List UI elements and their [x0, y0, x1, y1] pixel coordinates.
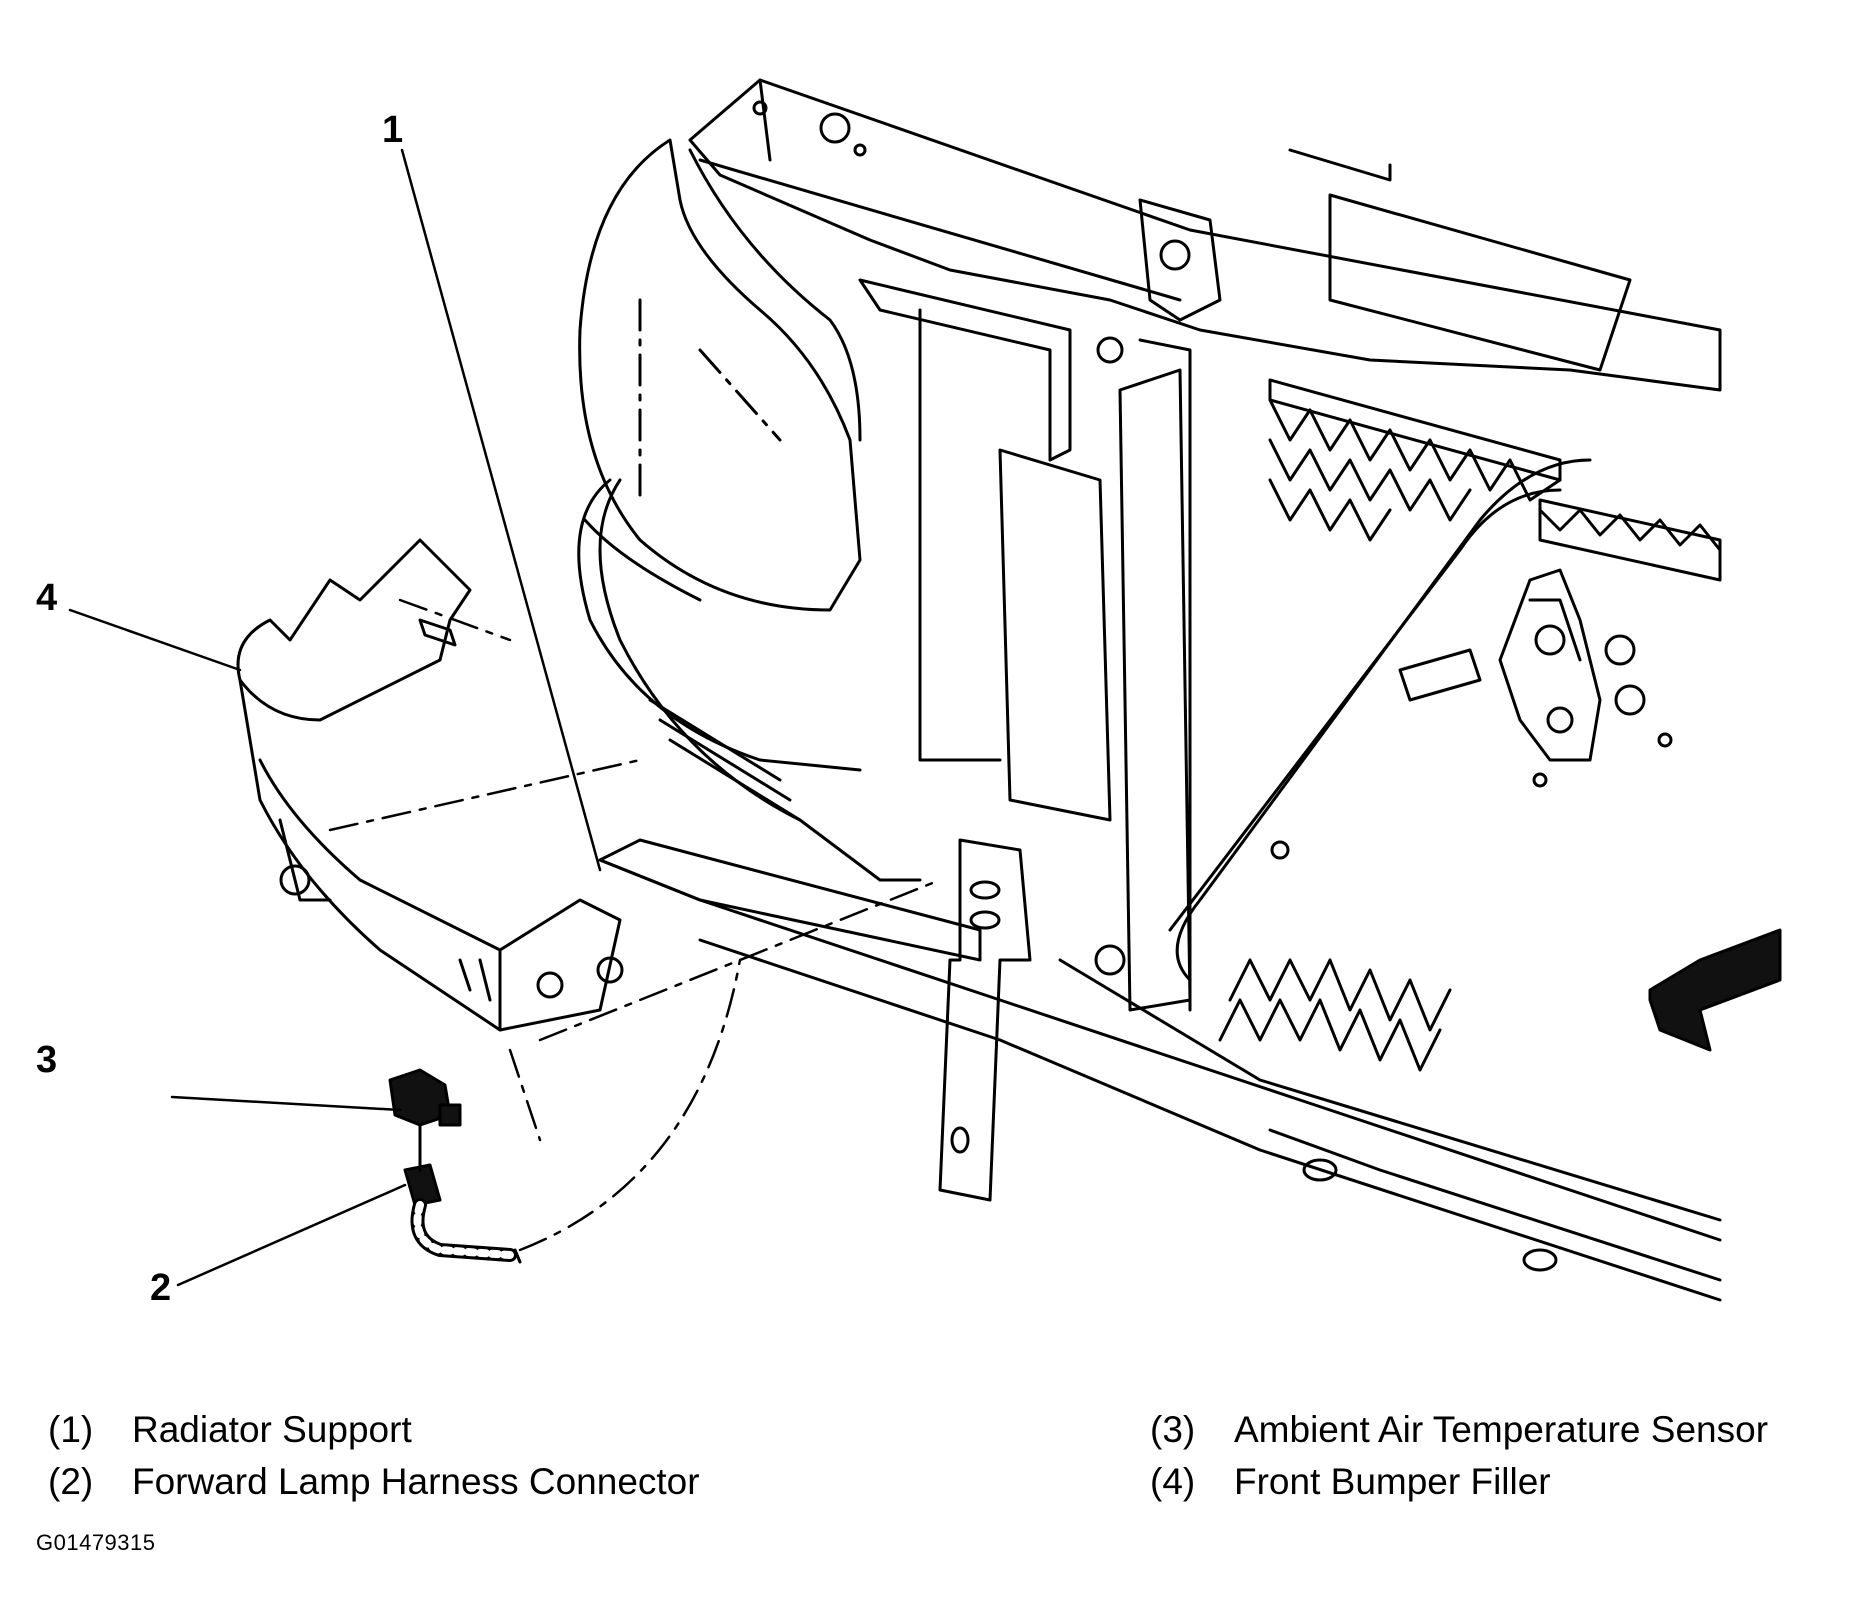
legend-code: (2): [48, 1461, 94, 1502]
legend-code: (4): [1150, 1461, 1196, 1502]
legend-item-4: (4) Front Bumper Filler: [1150, 1456, 1768, 1508]
headlamp-housing: [577, 138, 862, 772]
legend-label: Radiator Support: [132, 1409, 412, 1450]
callout-number-4: 4: [36, 577, 57, 619]
callout-number-3: 3: [36, 1039, 57, 1081]
legend-label: Ambient Air Temperature Sensor: [1234, 1409, 1769, 1450]
legend-item-1: (1) Radiator Support: [48, 1404, 700, 1456]
figure-id: G01479315: [36, 1530, 156, 1555]
callout-number-1: 1: [382, 109, 403, 151]
legend-label: Front Bumper Filler: [1234, 1461, 1551, 1502]
ambient-air-temperature-sensor: [388, 1068, 462, 1127]
legend-right: (3) Ambient Air Temperature Sensor (4) F…: [1150, 1404, 1768, 1508]
legend-item-2: (2) Forward Lamp Harness Connector: [48, 1456, 700, 1508]
installation-guide-lines: [328, 598, 942, 1252]
callout-numbers: 1 2 3 4: [36, 109, 403, 1309]
lower-support-rail: [598, 858, 1722, 1302]
legend-code: (3): [1150, 1409, 1196, 1450]
front-bumper-filler: [236, 538, 624, 1032]
legend-left: (1) Radiator Support (2) Forward Lamp Ha…: [48, 1404, 700, 1508]
forward-lamp-harness-connector: [403, 1123, 522, 1264]
leader-lines: [68, 148, 602, 1287]
radiator-core: [1218, 378, 1722, 1072]
lamp-lower-trim: [598, 478, 982, 962]
radiator-support-top-bar: [688, 78, 1722, 392]
callout-number-2: 2: [150, 1267, 171, 1309]
radiator-brackets: [858, 198, 1222, 1202]
legend-code: (1): [48, 1409, 94, 1450]
hood-latch-assembly: [1168, 458, 1673, 982]
legend-label: Forward Lamp Harness Connector: [132, 1461, 700, 1502]
legend-item-3: (3) Ambient Air Temperature Sensor: [1150, 1404, 1768, 1456]
forward-direction-arrow: [1648, 928, 1782, 1052]
